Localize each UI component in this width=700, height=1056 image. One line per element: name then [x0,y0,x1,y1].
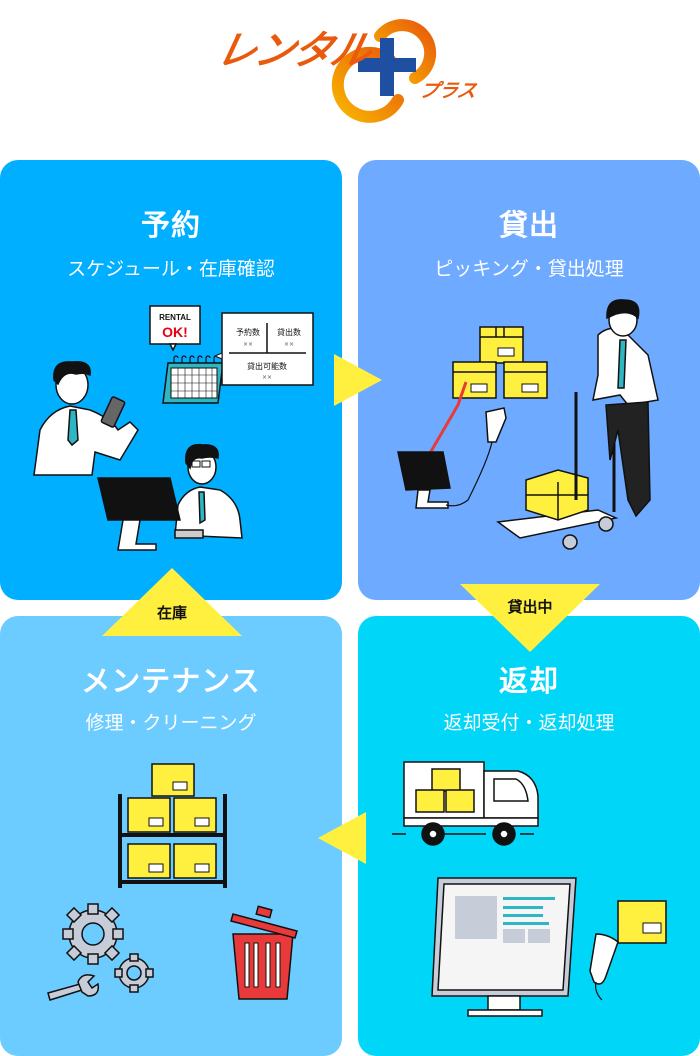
panel-title: 返却 [498,664,559,698]
panel-title: 予約 [140,208,201,242]
arrow-left-icon [318,812,366,864]
maintenance-illustration [47,763,298,1001]
panel-reservation: 予約 スケジュール・在庫確認 RENTAL OK! [0,160,342,600]
on-loan-label: 貸出中 [507,598,553,616]
panel-lending: 貸出 ピッキング・貸出処理 [358,160,700,600]
available-label: 貸出可能数 [247,361,287,371]
stacked-boxes-icon [452,326,548,399]
return-illustration [392,761,667,1017]
panel-subtitle: スケジュール・在庫確認 [67,258,275,280]
reserved-label: 予約数 [236,327,260,337]
rental-plus-logo: レンタル プラス [210,0,500,135]
trash-can-icon [230,905,298,1000]
panel-maintenance: メンテナンス 修理・クリーニング [0,616,342,1056]
panel-subtitle: 返却受付・返却処理 [443,712,615,734]
arrow-down-on-loan: 貸出中 [458,584,602,654]
inventory-stats-card: 予約数 ×× 貸出数 ×× 貸出可能数 ×× [213,312,314,386]
reserved-value: ×× [243,341,253,348]
calendar-icon [162,355,224,404]
in-stock-label: 在庫 [156,604,187,622]
staff-at-computer-icon [97,443,243,551]
wrench-icon [47,974,100,1001]
panel-subtitle: 修理・クリーニング [85,712,257,734]
available-value: ×× [262,374,272,381]
computer-monitor-icon [431,877,577,1017]
storage-shelf-icon [118,763,227,888]
bubble-line2: OK! [162,324,188,340]
panel-title: 貸出 [498,208,559,242]
arrow-right-icon [334,354,382,406]
rental-ok-bubble-icon: RENTAL OK! [149,305,201,352]
delivery-truck-icon [392,761,539,846]
arrow-down-icon [460,584,600,652]
arrow-up-in-stock: 在庫 [100,568,244,638]
barcode-scanner-icon [589,900,667,1001]
panel-return: 返却 返却受付・返却処理 [358,616,700,1056]
logo-name-text: レンタル [212,28,375,74]
reservation-illustration: RENTAL OK! 予約数 ×× 貸出数 ×× 貸出可能数 [33,305,314,551]
lent-label: 貸出数 [277,327,301,337]
bubble-line1: RENTAL [159,313,191,322]
logo-ring-plus-icon [331,19,437,123]
logo-plus-text: プラス [417,80,479,102]
worker-with-cart-icon [496,299,659,550]
lending-illustration [397,299,659,550]
panel-subtitle: ピッキング・貸出処理 [434,258,624,280]
arrow-up-icon [102,568,242,636]
staff-with-tablet-icon [33,361,139,476]
panel-title: メンテナンス [81,664,261,698]
pos-terminal-icon [397,381,507,509]
lent-value: ×× [284,341,294,348]
gears-icon [62,903,154,993]
